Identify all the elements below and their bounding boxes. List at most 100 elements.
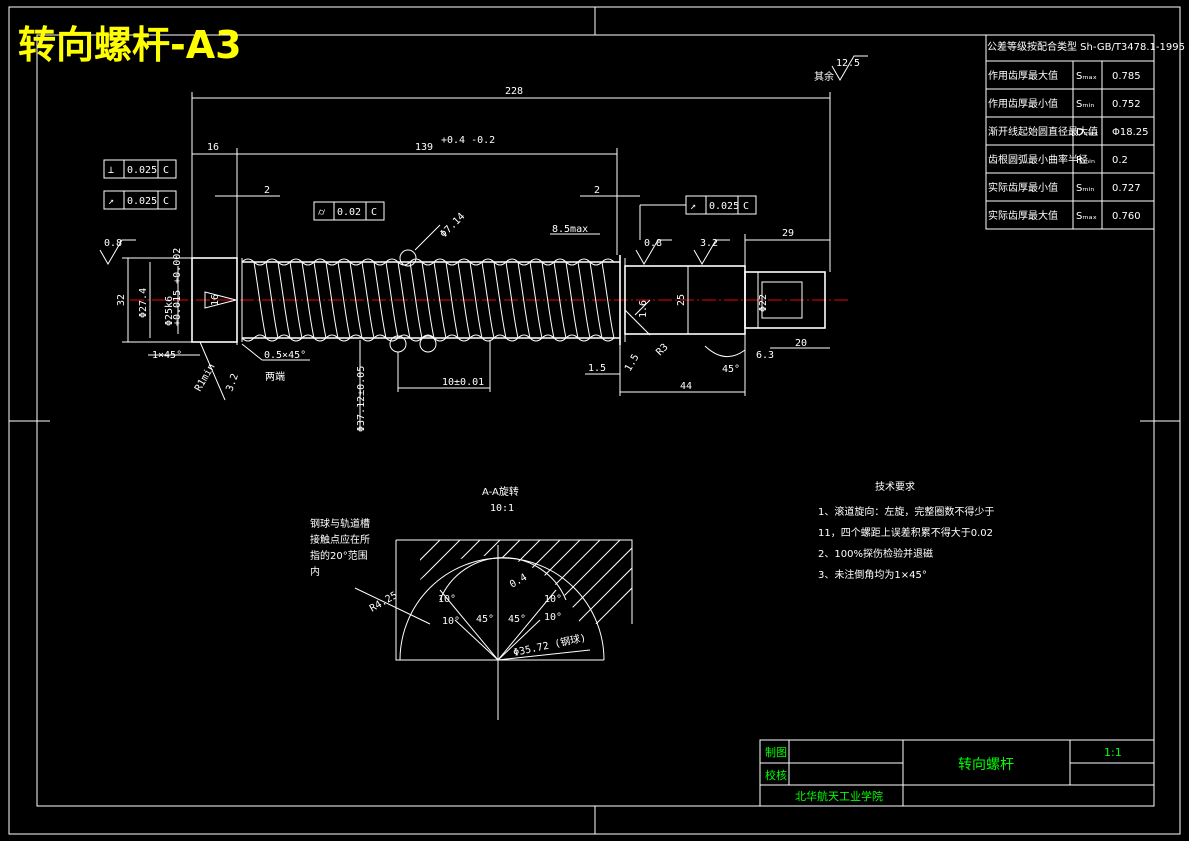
cylindricity-icon: ⌭: [318, 207, 326, 218]
param-val: Φ18.25: [1112, 127, 1149, 138]
dim-left-len: 16: [207, 142, 219, 153]
dim-d44: 44: [680, 381, 692, 392]
runout-icon: ↗: [108, 196, 114, 207]
thread-helix: [253, 261, 615, 339]
param-sym: Rₘᵢₙ: [1076, 155, 1095, 166]
roughness-symbols: 0.8 0.8 3.2 12.5 其余: [99, 55, 868, 265]
section-a45a: 45°: [476, 614, 494, 625]
section-note-1: 钢球与轨道槽: [310, 517, 370, 530]
school-name: 北华航天工业学院: [795, 789, 883, 803]
rough-end: 3.2: [700, 238, 718, 249]
dim-dia-shaft: Φ25k6: [164, 296, 175, 326]
gdt-runout-r-ref: C: [743, 201, 749, 212]
dim-ball: Φ7.14: [438, 211, 467, 240]
dim-pitch: 10±0.01: [442, 377, 484, 388]
param-sym: Sₘₐₓ: [1076, 71, 1097, 82]
tech-item-3: 2、100%探伤检验并退磁: [818, 547, 933, 560]
dimensions: 228 16 139 +0.4 -0.2 2 2 29 20 32 Φ27.4 …: [116, 86, 831, 432]
dim-dia-major: Φ27.4: [138, 288, 149, 318]
part-view: [130, 249, 848, 353]
section-a45b: 45°: [508, 614, 526, 625]
dim-gap-left: 2: [264, 185, 270, 196]
gdt-runout-value: 0.025: [127, 196, 157, 207]
gdt-perp-value: 0.025: [127, 165, 157, 176]
dim-d25: 25: [676, 294, 687, 306]
dim-dia-shaft-tol: +0.015 +0.002: [172, 248, 183, 326]
gdt-runout-r-value: 0.025: [709, 201, 739, 212]
tech-item-1: 1、滚道旋向：左旋，完整圈数不得少于: [818, 505, 994, 518]
param-label: 作用齿厚最大值: [988, 69, 1058, 82]
dim-gap-right: 2: [594, 185, 600, 196]
tech-title: 技术要求: [875, 480, 915, 493]
tech-item-2: 11，四个螺距上误差积累不得大于0.02: [818, 526, 993, 539]
rough-left: 0.8: [104, 238, 122, 249]
title-block: 制图 校核 转向螺杆 1:1 北华航天工业学院: [759, 739, 1155, 807]
dim-dia-outer: 32: [116, 294, 127, 306]
section-scale: 10:1: [490, 503, 514, 514]
section-a10a: 10°: [438, 594, 456, 605]
tech-requirements: 技术要求 1、滚道旋向：左旋，完整圈数不得少于 11，四个螺距上误差积累不得大于…: [818, 480, 994, 581]
rough-journal: 0.8: [644, 238, 662, 249]
rough-other-value: 12.5: [836, 58, 860, 69]
section-r-label: R4.25: [368, 590, 400, 615]
dim-angle45: 45°: [722, 364, 740, 375]
params-header: 公差等级按配合类型 Sh-GB/T3478.1-1995: [987, 40, 1185, 53]
param-val: 0.752: [1112, 99, 1141, 110]
label-check: 校核: [765, 768, 787, 782]
drawing-scale: 1:1: [1104, 746, 1122, 759]
param-label: 实际齿厚最大值: [988, 209, 1058, 222]
section-view: A-A旋转 10:1 钢球与轨道槽 接触点应在所 指的20°范围 内: [310, 485, 633, 720]
section-d04: 0.4: [508, 572, 529, 591]
section-a10d: 10°: [544, 612, 562, 623]
thread-top-profile: [241, 258, 615, 266]
section-a10b: 10°: [544, 594, 562, 605]
param-label: 齿根圆弧最小曲率半径: [988, 153, 1088, 166]
dim-r03: R3: [654, 342, 670, 358]
dim-thread-len: 139: [415, 142, 433, 153]
dim-d16: 16: [210, 294, 221, 306]
ball-circle-bottom-2: [419, 335, 437, 353]
section-a10c: 10°: [442, 616, 460, 627]
dim-d15: 1.5: [588, 363, 606, 374]
gdt-cyl-ref: C: [371, 207, 377, 218]
section-title: A-A旋转: [482, 485, 519, 498]
param-val: 0.785: [1112, 71, 1141, 82]
section-note-4: 内: [310, 565, 320, 578]
param-sym: Dₘₐₓ: [1076, 127, 1098, 138]
dim-end-len: 20: [795, 338, 807, 349]
drawing-title: 转向螺杆-A3: [18, 23, 242, 67]
gdt-frames: ⊥ 0.025 C ↗ 0.025 C ⌭ 0.02 C ↗ 0.025 C: [103, 159, 757, 240]
param-val: 0.2: [1112, 155, 1128, 166]
dim-smax: 8.5max: [552, 224, 588, 235]
gdt-runout-ref: C: [163, 196, 169, 207]
dim-thread-tol: +0.4 -0.2: [441, 135, 495, 146]
param-sym: Sₘᵢₙ: [1076, 183, 1094, 194]
gdt-cyl-value: 0.02: [337, 207, 361, 218]
param-sym: Sₘₐₓ: [1076, 211, 1097, 222]
param-label: 渐开线起始圆直径最大值: [988, 125, 1098, 138]
label-draw: 制图: [765, 746, 787, 759]
perpendicularity-icon: ⊥: [108, 165, 114, 176]
end-shaft: [744, 271, 826, 329]
dim-pitch-dia: Φ37.12±0.05: [356, 366, 367, 432]
param-label: 作用齿厚最小值: [988, 97, 1058, 110]
params-table: 公差等级按配合类型 Sh-GB/T3478.1-1995 作用齿厚最大值 Sₘₐₓ…: [985, 34, 1185, 230]
gdt-perp-ref: C: [163, 165, 169, 176]
dim-v16: 1.6: [638, 300, 649, 318]
dim-right-len: 29: [782, 228, 794, 239]
dim-r15: 1.5: [623, 352, 642, 373]
param-val: 0.760: [1112, 211, 1141, 222]
rough-other-label: 其余: [814, 70, 834, 83]
dim-r-3-2: 3.2: [224, 372, 241, 393]
runout-right-icon: ↗: [690, 201, 696, 212]
ball-circle-top: [399, 249, 417, 267]
tech-item-4: 3、未注倒角均为1×45°: [818, 568, 927, 581]
param-val: 0.727: [1112, 183, 1141, 194]
section-note-3: 指的20°范围: [310, 549, 368, 562]
dim-chamfer-small: 0.5×45°: [264, 350, 306, 361]
thread-bottom-profile: [241, 334, 615, 342]
dim-d63: 6.3: [756, 350, 774, 361]
dim-chamfer-left: 1×45°: [152, 350, 182, 361]
dim-overall: 228: [505, 86, 523, 97]
